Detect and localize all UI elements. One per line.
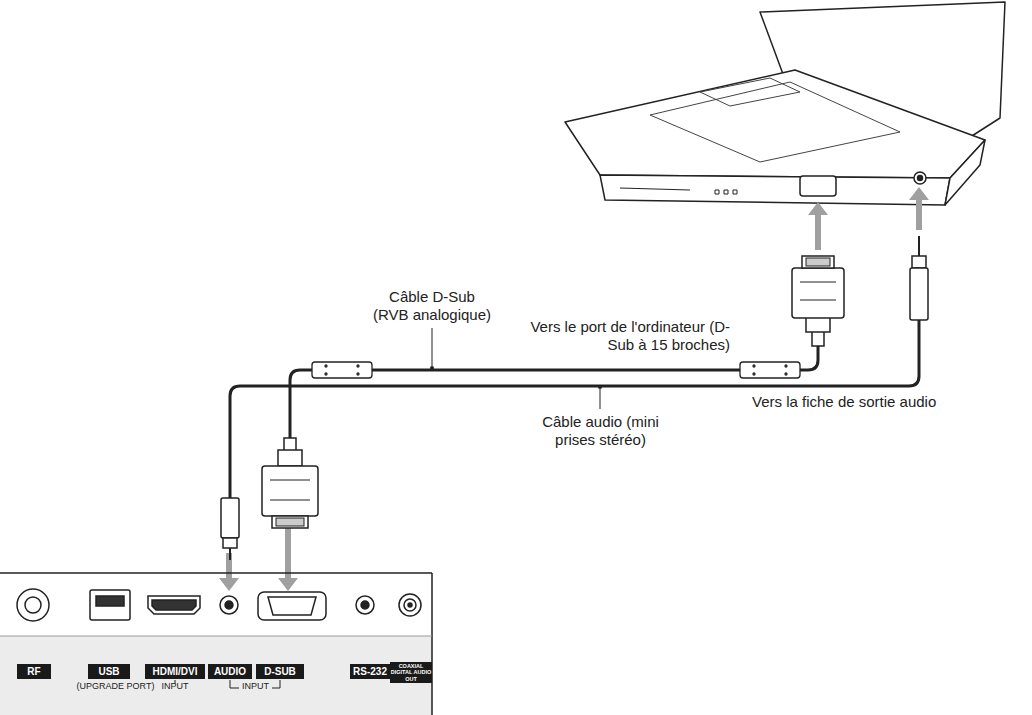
laptop <box>565 2 1005 205</box>
led <box>733 190 737 194</box>
port-label: RF <box>27 666 40 677</box>
leader-dot <box>598 385 602 389</box>
port-label-box: COAXIAL DIGITAL AUDIO OUT <box>390 662 432 683</box>
cable-name: Câble D-Sub (RVB analogique) <box>372 288 492 324</box>
coaxial-jack <box>399 594 421 616</box>
usb-port <box>90 590 130 620</box>
keyboard <box>650 82 900 162</box>
rs232-jack <box>356 596 374 614</box>
usb-port <box>96 596 124 606</box>
touchpad <box>700 78 800 106</box>
coaxial-jack <box>404 599 416 611</box>
port-label-box: D-SUB <box>256 664 304 679</box>
port-label: COAXIAL DIGITAL AUDIO OUT <box>390 663 432 681</box>
port-label: USB <box>98 666 119 677</box>
led <box>715 190 719 194</box>
audio-port <box>914 172 926 184</box>
port-note: (UPGRADE PORT) <box>68 681 163 692</box>
hdmi-port <box>152 600 196 610</box>
leader-line <box>600 389 601 409</box>
connection-note: Vers le port de l'ordinateur (D-Sub à 15… <box>530 318 730 354</box>
leader-line <box>432 328 433 366</box>
coaxial-jack <box>408 603 412 607</box>
port-label: AUDIO <box>214 666 246 677</box>
led <box>724 190 728 194</box>
port-label: HDMI/DVI <box>153 666 198 677</box>
dsub-port <box>258 592 326 620</box>
ferrite-core <box>740 362 800 378</box>
connection-note: Vers la fiche de sortie audio <box>752 393 982 411</box>
port-group: INPUT <box>150 681 200 692</box>
laptop-side <box>945 140 985 205</box>
leader-dot <box>430 366 434 370</box>
cable-name: Câble audio (mini prises stéréo) <box>528 413 673 449</box>
port-label: RS-232 <box>353 666 387 677</box>
slot <box>620 188 690 190</box>
dsub-plug <box>262 438 318 528</box>
laptop-front <box>600 175 950 205</box>
rs232-jack <box>361 601 369 609</box>
rf-port <box>17 589 49 621</box>
laptop-deck <box>565 70 985 178</box>
audio-jack <box>225 601 233 609</box>
hdmi-port <box>148 596 200 614</box>
port-label-box: RS-232 <box>350 664 390 679</box>
ferrite-core <box>312 362 372 378</box>
dsub-plug <box>792 256 844 346</box>
tv-panel <box>0 573 432 715</box>
dsub-port <box>268 597 316 615</box>
insert-arrows <box>219 187 929 591</box>
vga-port <box>800 176 836 196</box>
ferrite-dots <box>325 365 787 375</box>
port-label-box: RF <box>17 664 51 679</box>
rf-port <box>25 597 41 613</box>
tv-ports <box>17 589 421 621</box>
port-label-box: HDMI/DVI <box>145 664 205 679</box>
audio-jack <box>220 596 238 614</box>
port-label: D-SUB <box>264 666 296 677</box>
port-label-box: USB <box>88 664 130 679</box>
port-group: INPUT <box>239 681 272 692</box>
audio-port-hole <box>918 176 923 181</box>
port-label-box: AUDIO <box>208 664 252 679</box>
